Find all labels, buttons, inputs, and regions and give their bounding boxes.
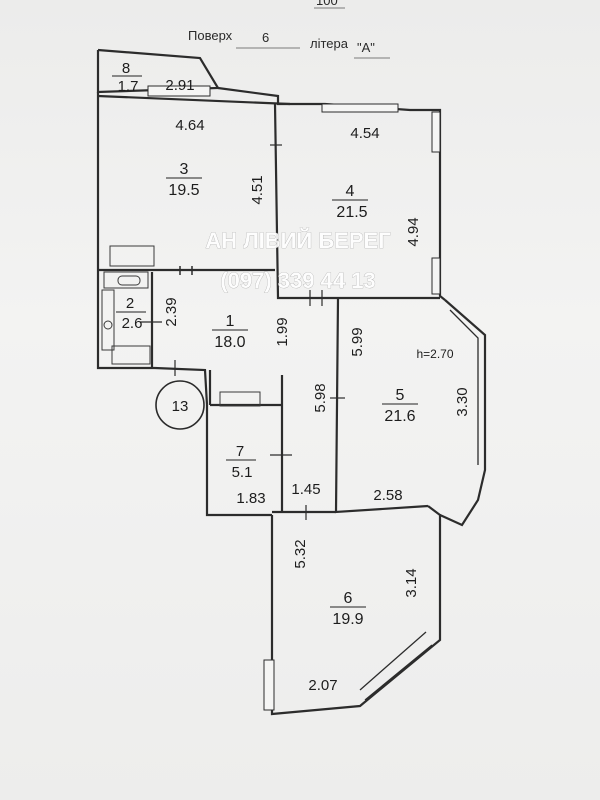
room-7-area: 5.1: [232, 464, 253, 481]
room-4-area: 21.5: [336, 204, 367, 221]
room-5-area: 21.6: [384, 408, 415, 425]
dim-1-83: 1.83: [236, 490, 265, 507]
room-5: 5 21.6: [382, 387, 418, 425]
top-fragment: 100: [316, 0, 338, 8]
circle-marker-label: 13: [172, 398, 189, 415]
floor-value: 6: [262, 30, 269, 45]
room-7-id: 7: [236, 443, 244, 460]
watermark-line2: (097) 339 44 13: [220, 268, 375, 293]
windows: [147, 85, 441, 711]
bath-fixtures: [101, 245, 261, 407]
dim-4-54: 4.54: [350, 125, 379, 142]
stair-circle-marker: 13: [155, 380, 205, 430]
dim-2-39: 2.39: [163, 297, 180, 326]
room-8-id: 8: [122, 60, 130, 77]
room-4-id: 4: [346, 183, 355, 200]
room-6-area: 19.9: [332, 611, 363, 628]
room-2-area: 2.6: [122, 315, 143, 332]
room-3: 3 19.5: [166, 161, 202, 199]
room-8-area: 1.7: [118, 78, 139, 95]
dim-4-64: 4.64: [175, 117, 204, 134]
room-1-id: 1: [226, 313, 235, 330]
room-1-area: 18.0: [214, 334, 245, 351]
room-1: 1 18.0: [212, 313, 248, 351]
dim-4-94: 4.94: [405, 217, 422, 246]
room-8: 8 1.7: [112, 60, 142, 95]
litera-value: "А": [357, 40, 375, 55]
watermark-line1: АН ЛІВИЙ БЕРЕГ: [205, 228, 391, 253]
floor-label: Поверх: [188, 28, 233, 43]
room-6-id: 6: [344, 590, 353, 607]
room-3-area: 19.5: [168, 182, 199, 199]
outer-walls: [96, 48, 487, 716]
bay-window-lines: [359, 309, 479, 701]
litera-label: літера: [310, 36, 349, 51]
dimension-labels: 2.91 4.64 4.54 4.51 4.94 2.39 1.99 5.99 …: [163, 77, 471, 694]
room-2-id: 2: [126, 295, 134, 312]
room-3-id: 3: [180, 161, 189, 178]
dim-4-51: 4.51: [249, 175, 266, 204]
agency-watermark: АН ЛІВИЙ БЕРЕГ (097) 339 44 13: [205, 228, 391, 294]
dim-5-99: 5.99: [349, 327, 366, 356]
room-6: 6 19.9: [330, 590, 366, 628]
ceiling-height: h=2.70: [416, 347, 453, 361]
room-7: 7 5.1: [226, 443, 256, 481]
dim-3-30: 3.30: [454, 387, 471, 416]
dim-2-58: 2.58: [373, 487, 402, 504]
dim-1-99: 1.99: [274, 317, 291, 346]
room-5-id: 5: [396, 387, 405, 404]
dim-2-07: 2.07: [308, 677, 337, 694]
dim-5-32: 5.32: [292, 539, 309, 568]
room-4: 4 21.5: [332, 183, 368, 221]
dim-5-98: 5.98: [312, 383, 329, 412]
room-labels: 8 1.7 3 19.5 4 21.5 2 2.6 1 18.0 5 21.6: [112, 60, 418, 628]
dim-2-91: 2.91: [165, 77, 194, 94]
room-2: 2 2.6: [116, 295, 146, 332]
interior-walls: [98, 103, 440, 514]
dim-1-45: 1.45: [291, 481, 320, 498]
dim-3-14: 3.14: [403, 568, 420, 597]
door-markers: [140, 144, 345, 520]
